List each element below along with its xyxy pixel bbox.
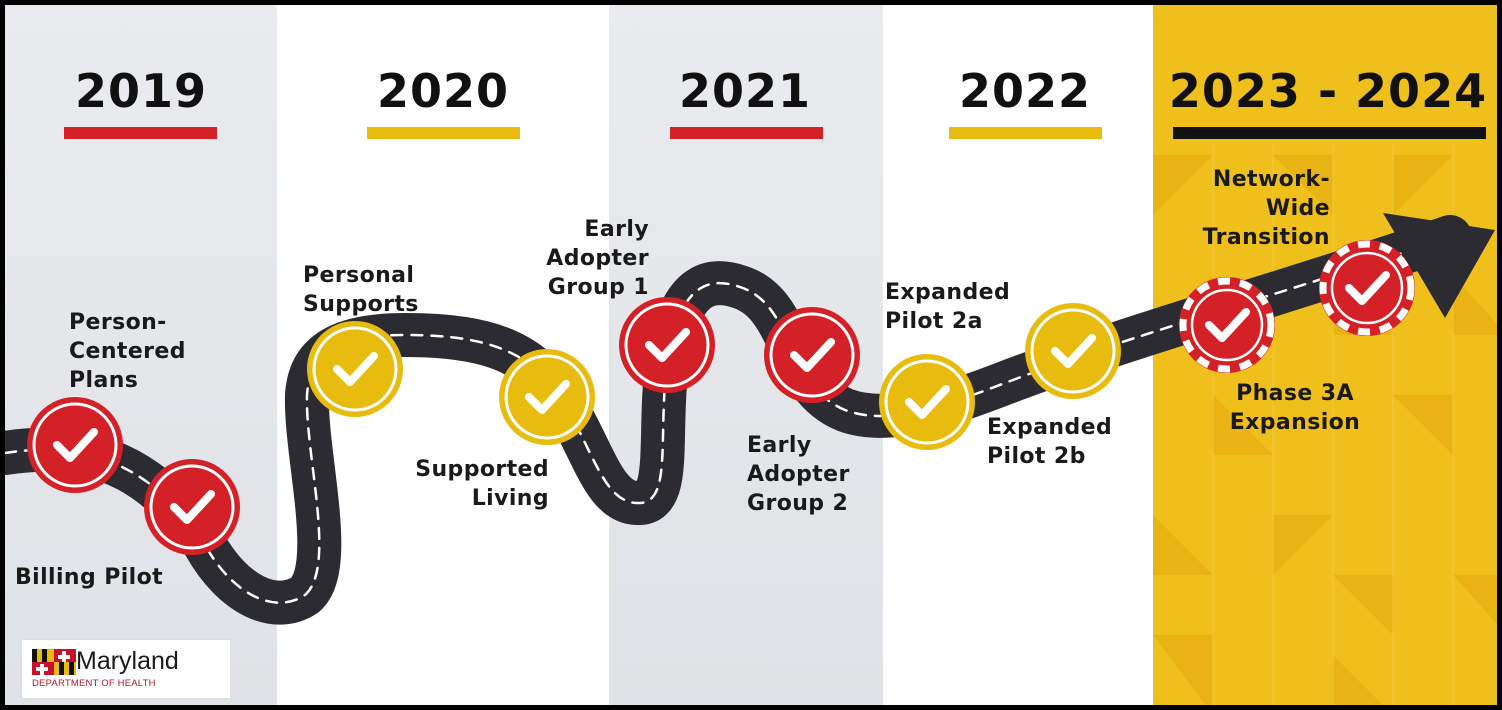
milestone-label-phase-3a-expansion: Phase 3A Expansion: [1229, 381, 1361, 435]
roadmap-road: [5, 213, 1495, 625]
year-underline-2023-2024: [1173, 127, 1486, 139]
check-icon: [790, 338, 835, 372]
milestone-label-expanded-pilot-2b: Expanded Pilot 2b: [987, 415, 1113, 469]
milestone-label-person-centered-plans: Person- Centered Plans: [69, 310, 186, 393]
marker-ring: [1030, 308, 1116, 394]
milestone-label-early-adopter-group-1: Early Adopter Group 1: [546, 217, 649, 300]
milestone-label-expanded-pilot-2a: Expanded Pilot 2a: [885, 280, 1011, 334]
logo-subtitle: DEPARTMENT OF HEALTH: [32, 678, 156, 689]
marker-disc: [764, 307, 860, 403]
check-icon: [1051, 334, 1096, 368]
marker-disc: [1025, 303, 1121, 399]
check-icon: [53, 428, 98, 462]
year-2020: 2020: [376, 64, 510, 118]
milestone-label-billing-pilot: Billing Pilot: [15, 565, 164, 590]
milestone-label-supported-living: Supported Living: [415, 457, 549, 511]
milestone-marker-person-centered-plans: [27, 397, 123, 493]
milestone-marker-billing-pilot: [144, 459, 240, 555]
check-icon: [170, 490, 215, 524]
marker-dashed-ring: [1179, 277, 1275, 373]
milestone-marker-expanded-pilot-2a: [879, 354, 975, 450]
year-underline-2022: [949, 127, 1102, 139]
year-2019: 2019: [74, 64, 208, 118]
milestone-label-personal-supports: Personal Supports: [303, 263, 419, 317]
year-underline-2020: [367, 127, 520, 139]
marker-inner-disc: [1330, 251, 1404, 325]
milestone-marker-supported-living: [499, 349, 595, 445]
marker-ring: [32, 402, 118, 488]
marker-inner-disc: [1190, 288, 1264, 362]
marker-dashed-ring: [1319, 240, 1415, 336]
marker-disc: [144, 459, 240, 555]
check-icon: [905, 385, 950, 419]
milestone-marker-phase-3a-expansion: [1179, 277, 1275, 373]
marker-disc: [307, 321, 403, 417]
marker-ring: [769, 312, 855, 398]
check-icon: [1345, 271, 1390, 305]
check-icon: [1205, 308, 1250, 342]
flag-pattern: [1153, 145, 1497, 705]
road-arrowhead-icon: [1383, 213, 1495, 318]
check-icon: [645, 328, 690, 362]
check-icon: [333, 352, 378, 386]
marker-ring: [884, 359, 970, 445]
marker-ring: [504, 354, 590, 440]
marker-disc: [619, 297, 715, 393]
marker-ring: [624, 302, 710, 388]
logo-name: Maryland: [76, 647, 179, 675]
milestone-label-early-adopter-group-2: Early Adopter Group 2: [747, 433, 850, 516]
milestone-label-network-wide-transition: Network- Wide Transition: [1202, 167, 1330, 250]
marker-ring: [312, 326, 398, 412]
marker-disc: [499, 349, 595, 445]
marker-ring: [149, 464, 235, 550]
milestone-marker-early-adopter-group-2: [764, 307, 860, 403]
marker-disc: [27, 397, 123, 493]
year-2022: 2022: [958, 64, 1092, 118]
year-underline-2021: [670, 127, 823, 139]
milestone-marker-early-adopter-group-1: [619, 297, 715, 393]
milestone-marker-personal-supports: [307, 321, 403, 417]
marker-disc: [879, 354, 975, 450]
maryland-flag-icon: [32, 649, 76, 675]
milestone-marker-expanded-pilot-2b: [1025, 303, 1121, 399]
check-icon: [525, 380, 570, 414]
year-2021: 2021: [678, 64, 812, 118]
milestone-marker-network-wide-transition: [1319, 240, 1415, 336]
year-2023-2024: 2023 - 2024: [1168, 64, 1488, 118]
year-underline-2019: [64, 127, 217, 139]
maryland-health-logo: Maryland DEPARTMENT OF HEALTH: [21, 639, 231, 699]
